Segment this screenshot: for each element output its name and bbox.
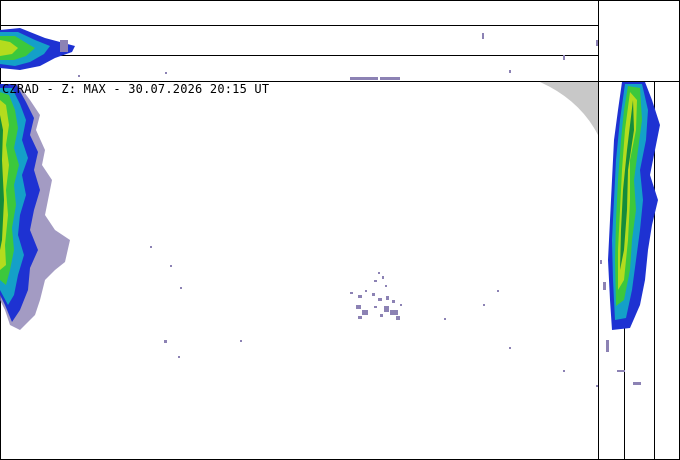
side-profile-specks — [600, 260, 641, 385]
top-profile-storm — [0, 28, 75, 70]
storm-cell-west — [0, 84, 70, 330]
side-profile-storm — [608, 82, 660, 330]
weak-echo-cluster-center — [350, 272, 402, 320]
product-title: CZRAD - Z: MAX - 30.07.2026 20:15 UT — [2, 82, 270, 96]
top-panel-guide-lower — [0, 55, 599, 56]
top-panel-guide-upper — [0, 25, 599, 26]
top-profile-specks — [78, 33, 598, 80]
side-panel-guide-right — [654, 81, 655, 460]
scattered-echo-specks — [150, 246, 598, 387]
out-of-range-area — [540, 82, 598, 135]
